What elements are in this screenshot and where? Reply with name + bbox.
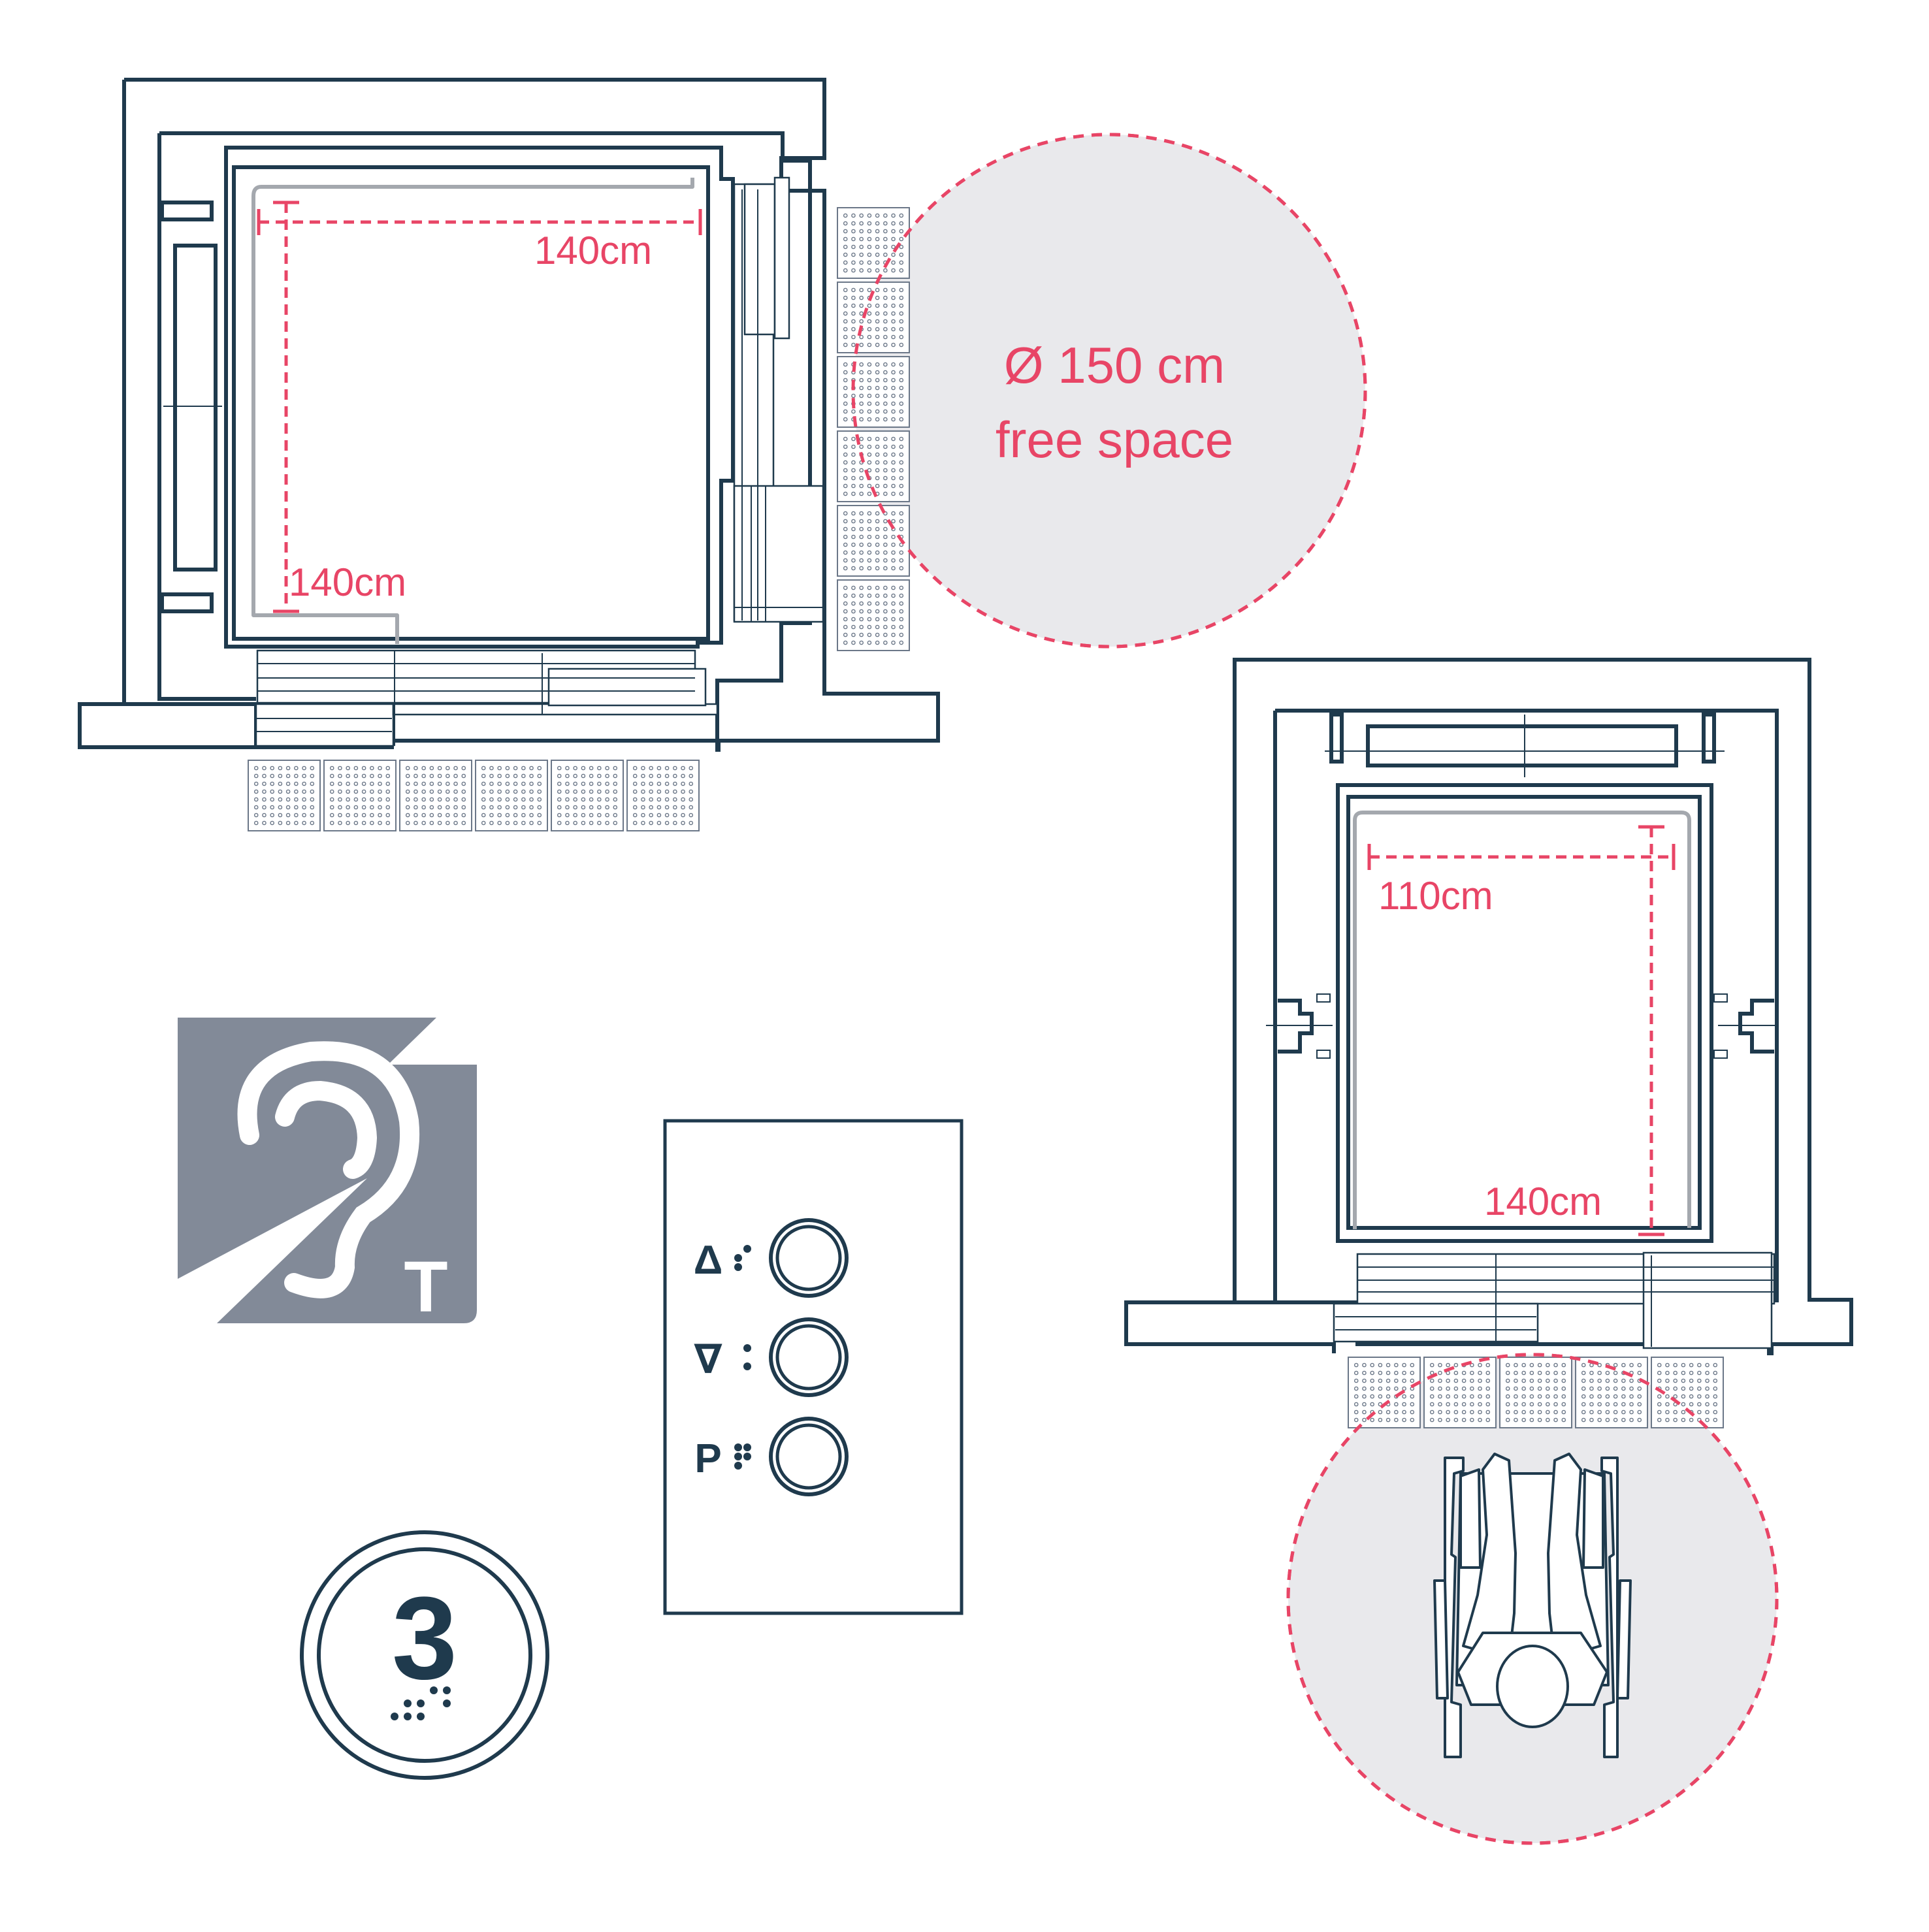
tactile-tile — [837, 579, 910, 651]
hearing-loop-sign: T — [178, 1018, 477, 1327]
small-depth-label: 140cm — [1484, 1180, 1602, 1223]
braille-dots-floor — [391, 1686, 451, 1720]
free-space-outline — [1286, 1353, 1779, 1845]
tactile-tile — [551, 760, 624, 831]
guide-rail-top — [160, 201, 214, 221]
braille-dots — [743, 1344, 751, 1370]
tactile-tile — [475, 760, 548, 831]
parking-letter: P — [694, 1436, 721, 1481]
small-car-inner — [1346, 795, 1702, 1230]
tactile-tile — [248, 760, 321, 831]
large-depth-label: 140cm — [289, 560, 406, 604]
small-lift-plan: 110cm 140cm — [1124, 658, 1853, 1845]
tactile-tiles-bottom — [248, 760, 700, 831]
small-counterweight — [1366, 724, 1678, 767]
call-button-row[interactable]: P — [694, 1417, 849, 1496]
counterweight — [173, 244, 218, 572]
floor-number: 3 — [392, 1573, 457, 1704]
call-button-inner[interactable] — [775, 1324, 842, 1391]
free-space-diameter: Ø 150 cm — [1004, 336, 1225, 394]
car-outer — [224, 146, 735, 649]
call-panel: Δ ∇ P — [663, 1119, 964, 1615]
tactile-tile — [399, 760, 472, 831]
up-triangle-icon: Δ — [694, 1238, 723, 1283]
large-lift-plan: 140cm 140cm Ø 150 cm free space — [78, 78, 1367, 831]
depth-dimension — [273, 201, 299, 613]
call-button-inner[interactable] — [775, 1225, 842, 1291]
tactile-tile — [323, 760, 397, 831]
tactile-tile — [837, 505, 910, 577]
handrail — [251, 178, 694, 644]
width-dimension — [257, 209, 702, 235]
side-door-panels — [733, 176, 824, 623]
floor-button-inner-ring — [317, 1547, 532, 1763]
tactile-tile — [837, 356, 910, 428]
car-inner — [232, 165, 710, 641]
small-guide-right — [1713, 993, 1777, 1059]
braille-dots — [734, 1245, 751, 1271]
small-depth-dimension — [1638, 825, 1664, 1236]
tactile-tiles-small — [1286, 1353, 1779, 1845]
small-handrail — [1353, 811, 1691, 1229]
call-button-row[interactable]: Δ — [694, 1218, 849, 1298]
call-button-row[interactable]: ∇ — [694, 1317, 849, 1397]
guide-rail-bottom — [160, 592, 214, 613]
large-width-label: 140cm — [534, 229, 652, 272]
tactile-tile — [626, 760, 700, 831]
braille-dots — [734, 1443, 751, 1470]
tactile-tiles-right — [837, 133, 1367, 651]
ear-icon — [237, 1041, 420, 1298]
floor-button: 3 — [300, 1530, 549, 1780]
free-space-outline — [851, 133, 1367, 649]
tactile-tile — [1499, 1357, 1572, 1428]
small-guide-left — [1266, 993, 1333, 1059]
call-button-inner[interactable] — [775, 1423, 842, 1490]
small-car-outer — [1336, 783, 1713, 1243]
tactile-tile — [837, 207, 910, 279]
wheelchair-user-icon — [1433, 1453, 1632, 1758]
shaft-inner-wall — [157, 131, 812, 739]
tactile-tile — [1348, 1357, 1421, 1428]
free-space-caption: free space — [996, 411, 1233, 468]
down-triangle-icon: ∇ — [694, 1337, 722, 1382]
telecoil-letter: T — [404, 1247, 447, 1327]
small-door-panels — [1333, 1251, 1775, 1349]
tactile-tile — [1423, 1357, 1497, 1428]
front-door-panels — [255, 649, 719, 747]
small-width-dimension — [1367, 844, 1676, 870]
small-width-label: 110cm — [1378, 874, 1493, 918]
small-shaft-inner — [1273, 709, 1779, 1302]
